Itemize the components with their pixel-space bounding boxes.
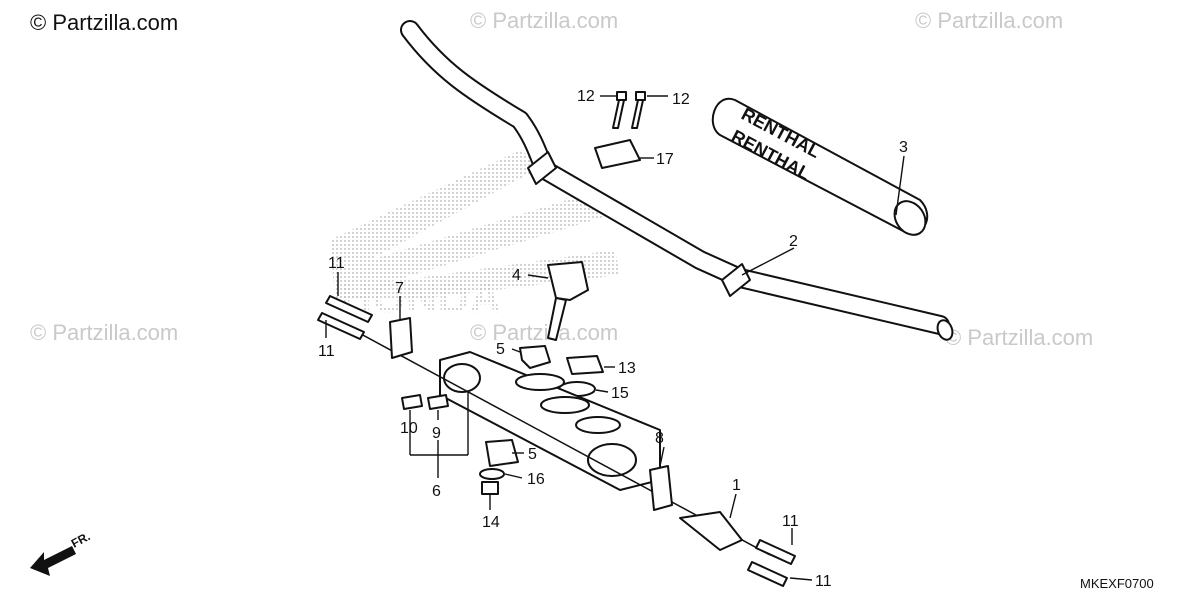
callout-11-lower-left: 11: [318, 343, 335, 360]
part-handlebar-pad[interactable]: RENTHAL RENTHAL: [711, 97, 932, 241]
part-plate-10[interactable]: [401, 394, 423, 410]
part-upper-clamp[interactable]: [594, 139, 641, 169]
callout-3: 3: [899, 139, 908, 156]
part-bracket-7[interactable]: [389, 317, 413, 359]
part-rubber-5-upper[interactable]: [519, 345, 551, 369]
part-nut-14[interactable]: [481, 481, 499, 495]
callout-5-lower: 5: [528, 446, 537, 463]
callout-17: 17: [656, 151, 674, 168]
callout-13: 13: [618, 360, 636, 377]
callout-10: 10: [400, 420, 418, 437]
callout-6: 6: [432, 483, 441, 500]
part-bolt-11-lower-left[interactable]: [317, 312, 365, 340]
front-direction-arrow: FR.: [30, 529, 92, 576]
callout-12-right: 12: [672, 91, 690, 108]
part-plate-9[interactable]: [427, 394, 449, 410]
callout-4: 4: [512, 267, 521, 284]
watermark-main: © Partzilla.com: [30, 10, 178, 35]
watermark-top-right: © Partzilla.com: [915, 8, 1063, 33]
watermark-mid-right: © Partzilla.com: [945, 325, 1093, 350]
callout-15: 15: [611, 385, 629, 402]
callout-1: 1: [732, 477, 741, 494]
part-bolt-12-left[interactable]: [612, 91, 627, 129]
callout-5-upper: 5: [496, 341, 505, 358]
part-washer-16[interactable]: [479, 468, 505, 480]
callout-leader-lines: [325, 95, 905, 581]
part-handlebar[interactable]: [400, 20, 955, 342]
part-bolt-12-right[interactable]: [631, 91, 646, 129]
part-top-bridge[interactable]: [439, 351, 661, 491]
callout-2: 2: [789, 233, 798, 250]
callout-11-upper-right: 11: [782, 513, 799, 530]
part-handlebar-holder[interactable]: [547, 261, 589, 341]
watermark-mid-center: © Partzilla.com: [470, 320, 618, 345]
callout-14: 14: [482, 514, 500, 531]
callout-numbers: 12 12 17 3 2 4 5 13 15 7 11 11 8 1 11 11…: [318, 88, 908, 590]
callout-11-upper-left: 11: [328, 255, 345, 272]
part-bracket-8[interactable]: [649, 465, 673, 511]
part-bolt-11-lower-right[interactable]: [747, 561, 788, 587]
honda-wing-logo-background: HONDA: [330, 150, 620, 322]
watermark-top-center: © Partzilla.com: [470, 8, 618, 33]
callout-12-left: 12: [577, 88, 595, 105]
diagram-code: MKEXF0700: [1080, 576, 1154, 591]
callout-11-lower-right: 11: [815, 573, 832, 590]
part-bolt-11-upper-right[interactable]: [755, 539, 796, 565]
part-lower-clamp-1[interactable]: [679, 511, 743, 551]
callout-7: 7: [395, 280, 404, 297]
part-bolt-11-upper-left[interactable]: [325, 295, 373, 323]
watermark-mid-left: © Partzilla.com: [30, 320, 178, 345]
part-washer-13[interactable]: [566, 355, 604, 375]
callout-9: 9: [432, 425, 441, 442]
part-rubber-5-lower[interactable]: [485, 439, 519, 467]
callout-16: 16: [527, 471, 545, 488]
callout-8: 8: [655, 430, 664, 447]
